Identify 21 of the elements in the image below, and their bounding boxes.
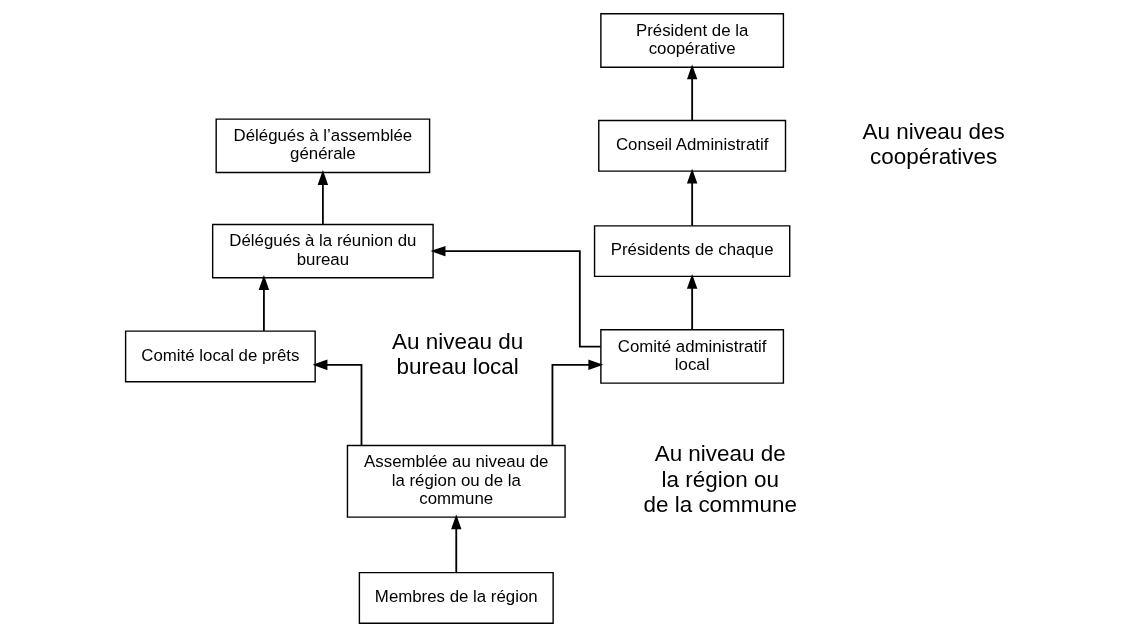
arrow (551, 359, 603, 447)
arrow (686, 64, 697, 122)
node-box: Comité local de prêts (124, 330, 316, 383)
arrow (258, 275, 269, 332)
label: Au niveau du bureau local (391, 329, 523, 380)
node-box: Membres de la région (358, 571, 554, 624)
arrow (686, 273, 697, 331)
arrow (312, 359, 362, 447)
arrow (450, 514, 461, 574)
label: Au niveau des coopératives (861, 118, 1005, 169)
node-box: Délégués à l’assemblée générale (215, 118, 430, 174)
node-box: Conseil Administratif (597, 119, 786, 172)
node-box: Délégués à la réunion du bureau (211, 223, 434, 279)
node-box: Président de la coopérative (599, 13, 784, 68)
node-box: Présidents de chaque (593, 225, 790, 278)
arrow (686, 168, 697, 227)
node-box: Comité administratif local (599, 329, 784, 384)
label: Au niveau de la région ou de la commune (642, 441, 797, 517)
node-box: Assemblée au niveau de la région ou de la commune (346, 444, 566, 518)
arrow (430, 245, 601, 348)
arrow (317, 170, 328, 225)
